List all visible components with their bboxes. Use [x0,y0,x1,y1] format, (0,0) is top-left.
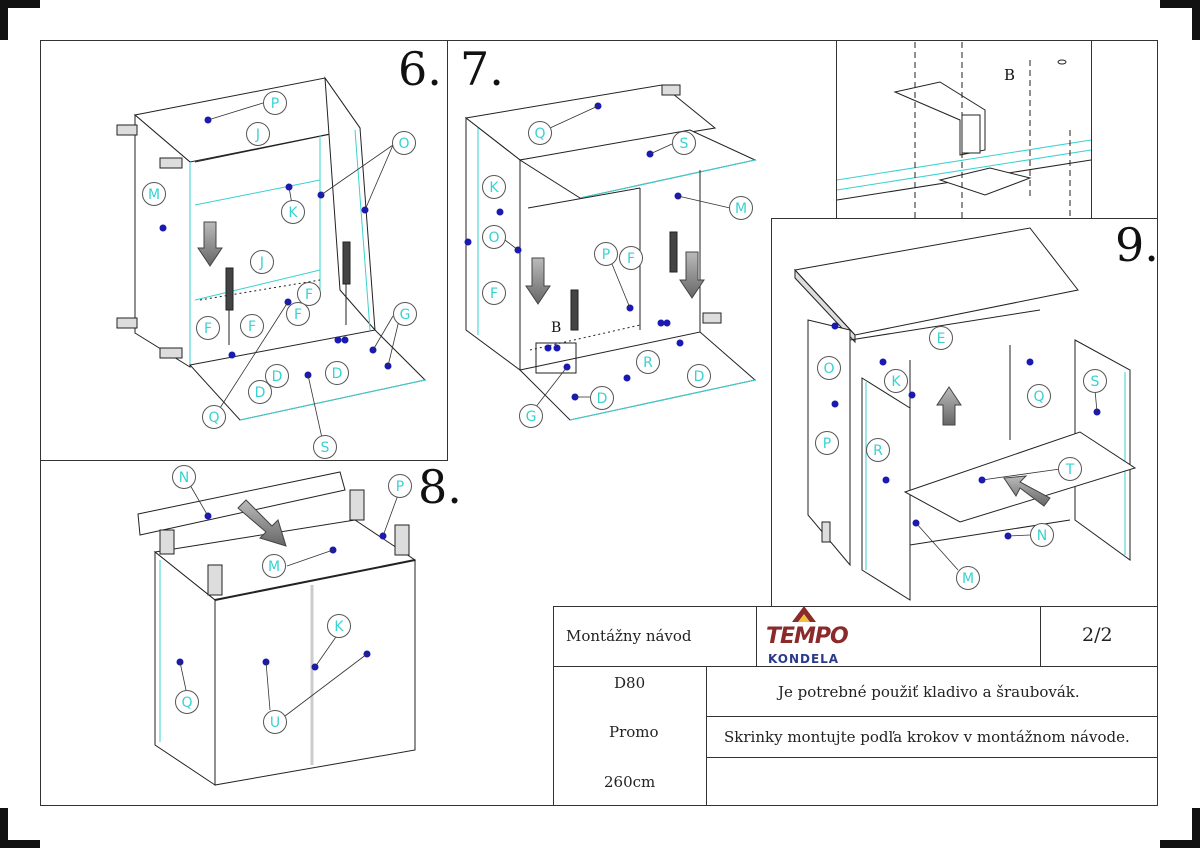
corner-mark-top-right [1160,0,1200,40]
product-name: Promo [609,723,659,741]
part-label: G [519,404,543,428]
part-label: O [817,356,841,380]
divider-detail-right [1091,40,1092,218]
part-label: F [196,316,220,340]
part-label: P [815,431,839,455]
part-label: D [325,361,349,385]
step-number-9: 9. [1115,218,1159,272]
product-size: 260cm [604,773,656,791]
divider-step9-left [771,218,772,606]
step-number-7: 7. [460,42,504,96]
tempo-kondela-logo: TEMPO KONDELA [764,604,850,666]
part-label: Q [175,690,199,714]
part-label: P [594,242,618,266]
arrow-down-step7-left [525,257,551,305]
part-label: D [590,386,614,410]
note-tools: Je potrebné použiť kladivo a šraubovák. [778,683,1080,701]
corner-mark-bottom-right [1160,808,1200,848]
part-label: K [327,614,351,638]
part-label: U [263,710,287,734]
arrow-up-step9 [936,386,962,426]
part-label: P [263,91,287,115]
part-label: M [142,182,166,206]
part-label: E [929,326,953,350]
part-label: F [240,314,264,338]
detail-marker: B [551,320,562,336]
step8-drawing [137,471,417,786]
product-code: D80 [614,674,646,692]
logo-roof-icon [792,606,816,622]
corner-mark-bottom-left [0,808,40,848]
detail-b-title: B [1004,66,1016,84]
part-label: N [172,465,196,489]
part-label: Q [528,121,552,145]
part-label: F [619,246,643,270]
page-frame [40,40,1158,806]
note-instructions: Skrinky montujte podľa krokov v montážno… [724,728,1130,746]
part-label: D [248,380,272,404]
step-number-6: 6. [398,42,442,96]
part-label: T [1058,457,1082,481]
arrow-down-step7-right [679,251,705,299]
part-label: D [687,364,711,388]
part-label: O [392,131,416,155]
part-label: M [262,554,286,578]
step9-drawing [794,227,1137,601]
part-label: R [636,350,660,374]
step7-drawing [464,84,757,421]
part-label: K [884,369,908,393]
arrow-down-step6 [197,221,223,267]
part-label: F [286,302,310,326]
part-label: S [672,131,696,155]
divider-detail-left [836,40,837,218]
corner-mark-top-left [0,0,40,40]
part-label: M [729,196,753,220]
leader-lines [179,102,1098,717]
arrow-step8 [237,499,287,547]
part-label: O [482,225,506,249]
part-label: M [956,566,980,590]
arrow-step9-shelf [1003,475,1051,507]
divider-step6-bottom [40,460,448,461]
part-label: G [393,302,417,326]
part-label: F [482,281,506,305]
part-label: K [482,175,506,199]
part-label: J [246,122,270,146]
divider-step9-top [771,218,1158,219]
part-label: S [313,435,337,459]
page-number-cell: 2/2 [1082,624,1113,646]
title-cell: Montážny návod [566,627,692,645]
part-label: Q [1027,384,1051,408]
detail-b-drawing [836,42,1092,218]
part-label: R [866,438,890,462]
part-label: P [388,474,412,498]
part-label: D [265,364,289,388]
divider-step6-right [447,40,448,461]
part-label: N [1030,523,1054,547]
part-label: K [281,200,305,224]
part-label: S [1083,369,1107,393]
part-label: J [250,250,274,274]
step-number-8: 8. [418,460,462,514]
part-label: Q [202,405,226,429]
